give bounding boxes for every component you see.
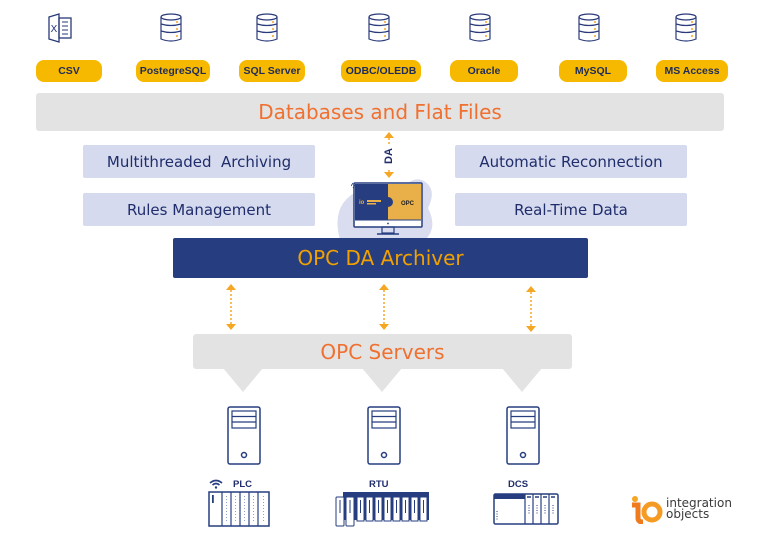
opc-da-archiver-bar: OPC DA Archiver	[173, 238, 588, 278]
feature-automatic-reconnection: Automatic Reconnection	[455, 145, 687, 178]
feature-label: Rules Management	[126, 200, 272, 219]
feature-rules-management: Rules Management	[83, 193, 315, 226]
da-label: DA	[383, 148, 396, 164]
source-pill-odbc-oledb: ODBC/OLEDB	[341, 60, 421, 82]
bidirectional-arrow-left	[226, 284, 236, 330]
database-icon	[256, 13, 278, 42]
opc-servers-band: OPC Servers	[193, 334, 572, 369]
bidirectional-arrow-right	[526, 286, 536, 332]
feature-label: Real-Time Data	[514, 200, 628, 219]
database-icon	[160, 13, 182, 42]
database-icon	[469, 13, 491, 42]
archiver-title: OPC DA Archiver	[297, 246, 464, 270]
rtu-icon	[335, 492, 429, 527]
feature-label: Multithreaded Archiving	[106, 152, 292, 171]
device-label-dcs: DCS	[508, 479, 529, 490]
logo-text-line2: objects	[666, 507, 710, 521]
source-pill-oracle: Oracle	[450, 60, 518, 82]
svg-text:X: X	[51, 24, 58, 35]
dcs-icon	[493, 493, 559, 525]
opc-servers-pointers	[223, 368, 542, 392]
server-tower-icon	[367, 406, 401, 465]
source-pill-postgresql: PostegreSQL	[136, 60, 210, 82]
opc-servers-title: OPC Servers	[320, 339, 445, 364]
device-label-rtu: RTU	[369, 479, 389, 490]
integration-objects-logo: integration objects	[630, 494, 732, 524]
source-pill-ms-access: MS Access	[656, 60, 728, 82]
databases-band: Databases and Flat Files	[36, 93, 724, 131]
da-label-wrap: DA	[382, 144, 396, 168]
databases-band-title: Databases and Flat Files	[258, 100, 502, 124]
feature-real-time-data: Real-Time Data	[455, 193, 687, 226]
feature-label: Automatic Reconnection	[479, 152, 663, 171]
bidirectional-arrow-center	[379, 284, 389, 330]
database-icon	[368, 13, 390, 42]
logo-text-line1: integration	[666, 496, 732, 510]
wifi-icon	[209, 479, 223, 489]
source-pill-sql-server: SQL Server	[239, 60, 305, 82]
excel-file-icon: X	[48, 13, 72, 43]
monitor-icon: io OPC	[351, 182, 423, 235]
device-label-plc: PLC	[233, 479, 252, 490]
svg-text:OPC: OPC	[401, 201, 415, 207]
plc-icon	[208, 491, 270, 527]
feature-multithreaded-archiving: Multithreaded Archiving	[83, 145, 315, 178]
server-tower-icon	[227, 406, 261, 465]
database-icon	[578, 13, 600, 42]
database-icon	[675, 13, 697, 42]
server-tower-icon	[506, 406, 540, 465]
source-pill-csv: CSV	[36, 60, 102, 82]
io-logo-mark-icon	[632, 496, 663, 524]
source-pill-mysql: MySQL	[559, 60, 627, 82]
svg-text:io: io	[359, 200, 365, 206]
